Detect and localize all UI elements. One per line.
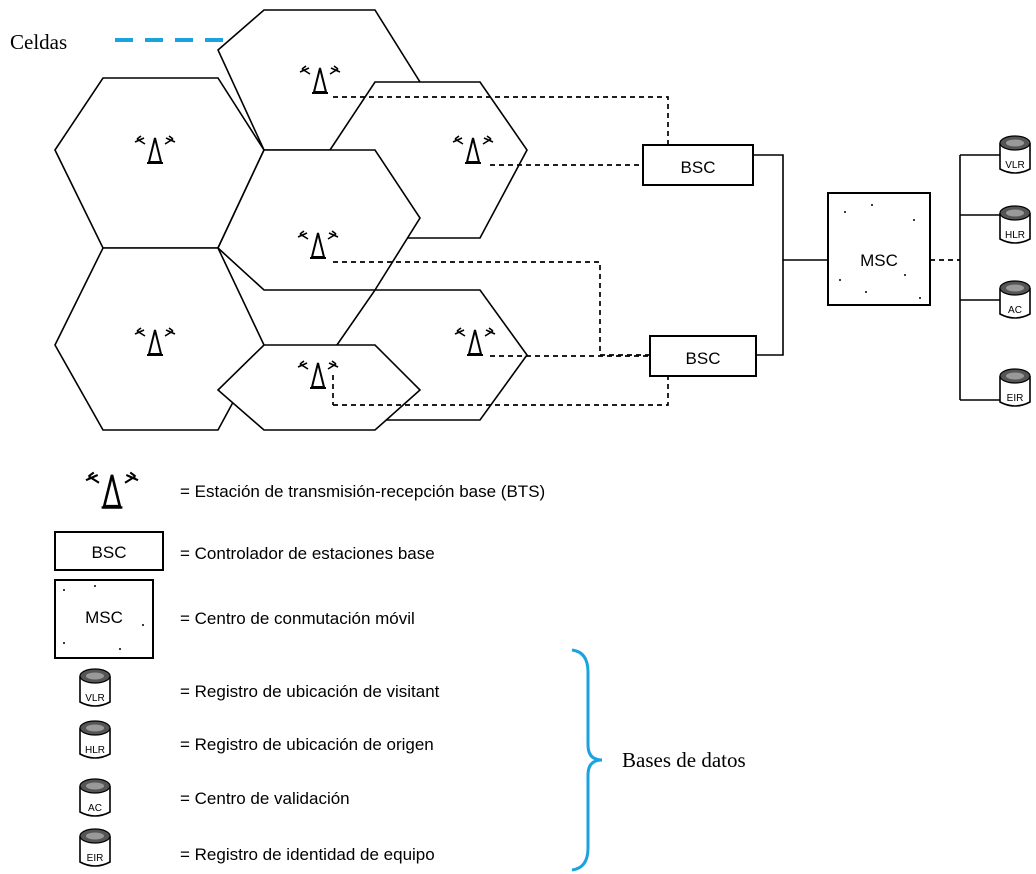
- legend-msc-box: [54, 579, 154, 659]
- cells-label: Celdas: [10, 30, 67, 54]
- legend-ac-text: = Centro de validación: [180, 789, 350, 808]
- legend-bsc-box: [54, 531, 164, 571]
- db-vlr: VLR: [999, 135, 1031, 174]
- svg-text:VLR: VLR: [85, 693, 104, 704]
- legend-msc-text: = Centro de conmutación móvil: [180, 609, 415, 628]
- cell-center: [217, 149, 421, 291]
- bts-icon: [84, 471, 140, 509]
- msc-speckle: [839, 204, 921, 299]
- db-hlr: HLR: [999, 205, 1031, 244]
- legend-bsc-text: = Controlador de estaciones base: [180, 544, 435, 563]
- svg-text:AC: AC: [1008, 305, 1022, 316]
- msc-db-links: [930, 154, 1005, 401]
- db-ac: AC: [999, 280, 1031, 319]
- svg-text:EIR: EIR: [1007, 393, 1024, 404]
- bsc-msc-links: [753, 154, 828, 356]
- legend-eir-icon: EIR: [79, 828, 111, 867]
- databases-label: Bases de datos: [622, 748, 746, 772]
- legend-bts-text: = Estación de transmisión-recepción base…: [180, 482, 545, 501]
- legend-hlr-text: = Registro de ubicación de origen: [180, 735, 434, 754]
- bsc-bottom-label: BSC: [686, 349, 721, 368]
- msc-box: [827, 192, 931, 306]
- legend-vlr-text: = Registro de ubicación de visitant: [180, 682, 440, 701]
- bsc-bottom-box: [649, 335, 757, 377]
- svg-text:VLR: VLR: [1005, 160, 1024, 171]
- msc-label: MSC: [860, 251, 898, 270]
- bsc-top-box: [642, 144, 754, 186]
- legend-ac-icon: AC: [79, 778, 111, 817]
- svg-text:AC: AC: [88, 803, 102, 814]
- legend-vlr-icon: VLR: [79, 668, 111, 707]
- svg-text:HLR: HLR: [1005, 230, 1025, 241]
- db-eir: EIR: [999, 368, 1031, 407]
- cell-grid: [54, 9, 528, 431]
- legend-eir-text: = Registro de identidad de equipo: [180, 845, 435, 864]
- bsc-top-label: BSC: [681, 158, 716, 177]
- svg-text:EIR: EIR: [87, 853, 104, 864]
- legend: = Estación de transmisión-recepción base…: [54, 471, 545, 867]
- svg-text:MSC: MSC: [85, 608, 123, 627]
- databases-brace: [571, 648, 603, 872]
- legend-hlr-icon: HLR: [79, 720, 111, 759]
- svg-text:HLR: HLR: [85, 745, 105, 756]
- svg-text:BSC: BSC: [92, 543, 127, 562]
